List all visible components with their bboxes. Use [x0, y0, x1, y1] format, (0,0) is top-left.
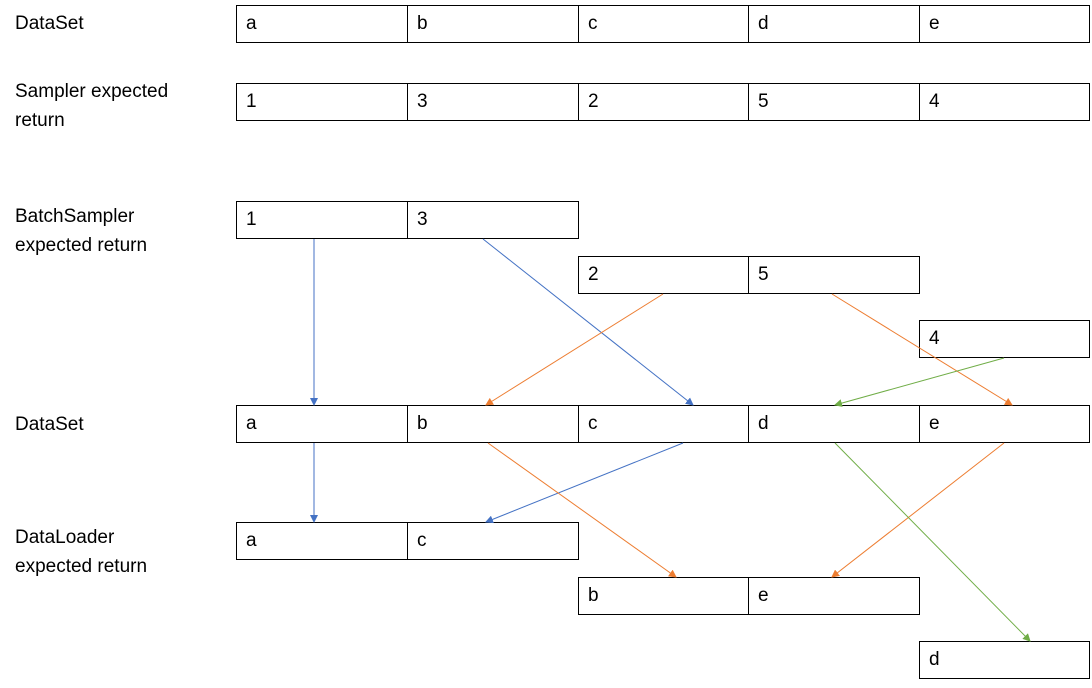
label-dataset-top: DataSet — [15, 13, 84, 34]
arrow-2-to-b — [485, 293, 664, 406]
dataset-mid-cell-a: a — [236, 405, 408, 443]
batch-1-cell-2: 3 — [407, 201, 579, 239]
sampler-cell-5: 4 — [919, 83, 1090, 121]
arrow-5-to-e — [831, 293, 1013, 406]
arrow-d-to-loader-d — [834, 442, 1031, 642]
batch-3-cell-1: 4 — [919, 320, 1090, 358]
arrow-e-to-loader-e — [831, 442, 1005, 578]
arrow-3-to-c — [482, 238, 694, 406]
label-sampler: Sampler expected return — [15, 81, 169, 131]
loader-batch-2-cell-1: b — [578, 577, 750, 615]
sampler-cell-4: 5 — [748, 83, 920, 121]
arrow-b-to-loader-b — [487, 442, 677, 578]
batch-1-cell-1: 1 — [236, 201, 408, 239]
arrow-c-to-loader-c — [485, 442, 684, 524]
sampler-cell-1: 1 — [236, 83, 408, 121]
label-batch-sampler: BatchSampler expected return — [15, 206, 148, 256]
arrow-4-to-d — [834, 357, 1005, 407]
dataset-mid-cell-d: d — [748, 405, 920, 443]
batch-2-cell-2: 5 — [748, 256, 920, 294]
loader-batch-3-cell-1: d — [919, 641, 1090, 679]
dataset-top-cell-e: e — [919, 5, 1090, 43]
dataset-mid-cell-e: e — [919, 405, 1090, 443]
label-dataset-mid: DataSet — [15, 414, 84, 435]
dataset-top-cell-b: b — [407, 5, 579, 43]
label-dataloader: DataLoader expected return — [15, 527, 148, 577]
batch-2-cell-1: 2 — [578, 256, 750, 294]
dataset-mid-cell-c: c — [578, 405, 750, 443]
loader-batch-1-cell-1: a — [236, 522, 408, 560]
dataset-top-cell-d: d — [748, 5, 920, 43]
loader-batch-2-cell-2: e — [748, 577, 920, 615]
sampler-cell-3: 2 — [578, 83, 750, 121]
sampler-cell-2: 3 — [407, 83, 579, 121]
dataset-top-cell-c: c — [578, 5, 750, 43]
